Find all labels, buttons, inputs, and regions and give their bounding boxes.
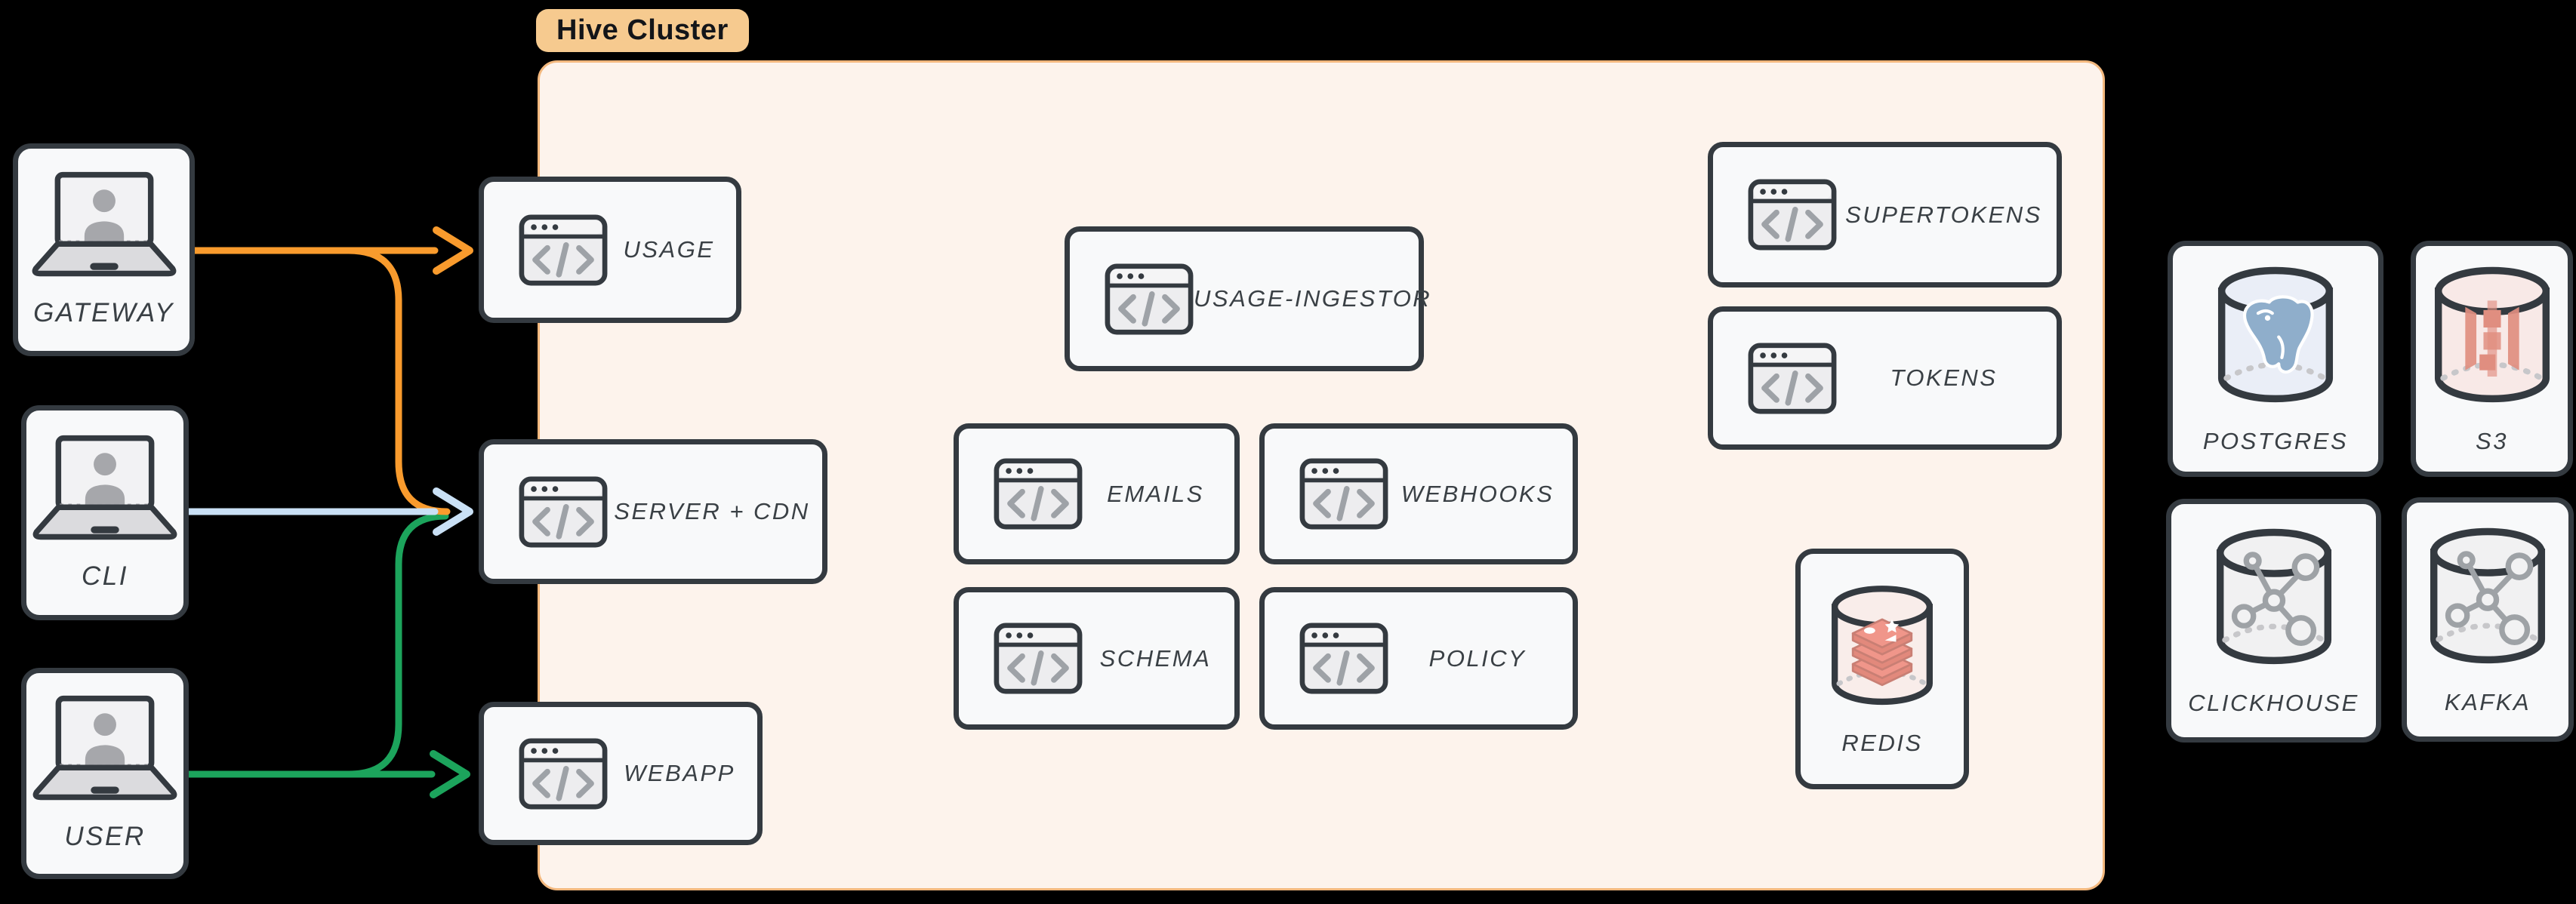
code-window-icon [519,738,608,810]
node-label-user: USER [64,822,146,851]
redis-database-icon [1825,582,1940,710]
node-label-server-cdn: SERVER + CDN [614,498,810,524]
kafka-database-icon [2423,524,2553,669]
datastore-node-kafka: KAFKA [2402,497,2574,742]
service-node-emails: EMAILS [954,423,1240,564]
service-node-webhooks: WEBHOOKS [1259,423,1578,564]
node-label-usage-ingestor: USAGE-INGESTOR [1194,285,1432,312]
client-node-gateway: GATEWAY [13,143,195,356]
code-window-icon [1299,623,1388,694]
datastore-node-postgres: POSTGRES [2168,241,2383,477]
edge-gateway-to-server-cdn [345,247,451,515]
service-node-schema: SCHEMA [954,587,1240,730]
node-label-cli: CLI [82,561,128,591]
code-window-icon [1105,263,1194,335]
edge-user-to-server-cdn [345,512,449,778]
client-node-cli: CLI [21,405,189,620]
laptop-user-icon [27,435,183,542]
service-node-usage: USAGE [479,177,741,323]
node-label-s3: S3 [2476,428,2508,454]
laptop-user-icon [27,695,183,802]
node-label-tokens: TOKENS [1890,364,1998,391]
s3-database-icon [2427,263,2557,408]
clickhouse-database-icon [2209,524,2339,670]
node-label-gateway: GATEWAY [33,298,174,327]
node-label-emails: EMAILS [1107,480,1204,507]
service-node-server-cdn: SERVER + CDN [479,439,827,584]
node-label-usage: USAGE [623,236,715,263]
service-node-webapp: WEBAPP [479,702,763,845]
node-label-webapp: WEBAPP [624,760,735,786]
edge-user-to-webapp-arrowhead [430,750,470,798]
node-label-redis: REDIS [1841,729,1923,756]
service-node-policy: POLICY [1259,587,1578,730]
code-window-icon [994,458,1083,530]
code-window-icon [1748,179,1837,251]
node-label-postgres: POSTGRES [2202,428,2349,454]
edge-cli-to-server-cdn-arrowhead [433,487,473,536]
laptop-user-icon [26,171,182,278]
datastore-node-s3: S3 [2411,241,2573,477]
cluster-title-badge: Hive Cluster [536,9,749,52]
node-label-kafka: KAFKA [2444,688,2531,715]
code-window-icon [519,476,608,548]
service-node-usage-ingestor: USAGE-INGESTOR [1065,226,1430,371]
node-label-schema: SCHEMA [1099,644,1212,672]
node-label-clickhouse: CLICKHOUSE [2188,690,2359,716]
postgresql-database-icon [2211,263,2340,408]
service-node-tokens: TOKENS [1708,306,2062,450]
node-label-supertokens: SUPERTOKENS [1845,201,2042,228]
code-window-icon [994,623,1083,694]
edge-gateway-to-usage-arrowhead [433,226,473,275]
client-node-user: USER [21,668,189,879]
code-window-icon [1748,343,1837,414]
datastore-node-clickhouse: CLICKHOUSE [2166,499,2381,743]
code-window-icon [519,214,608,286]
datastore-node-redis: REDIS [1795,549,1969,789]
service-node-supertokens: SUPERTOKENS [1708,142,2062,287]
code-window-icon [1299,458,1388,530]
node-label-policy: POLICY [1428,644,1527,672]
node-label-webhooks: WEBHOOKS [1400,480,1555,507]
